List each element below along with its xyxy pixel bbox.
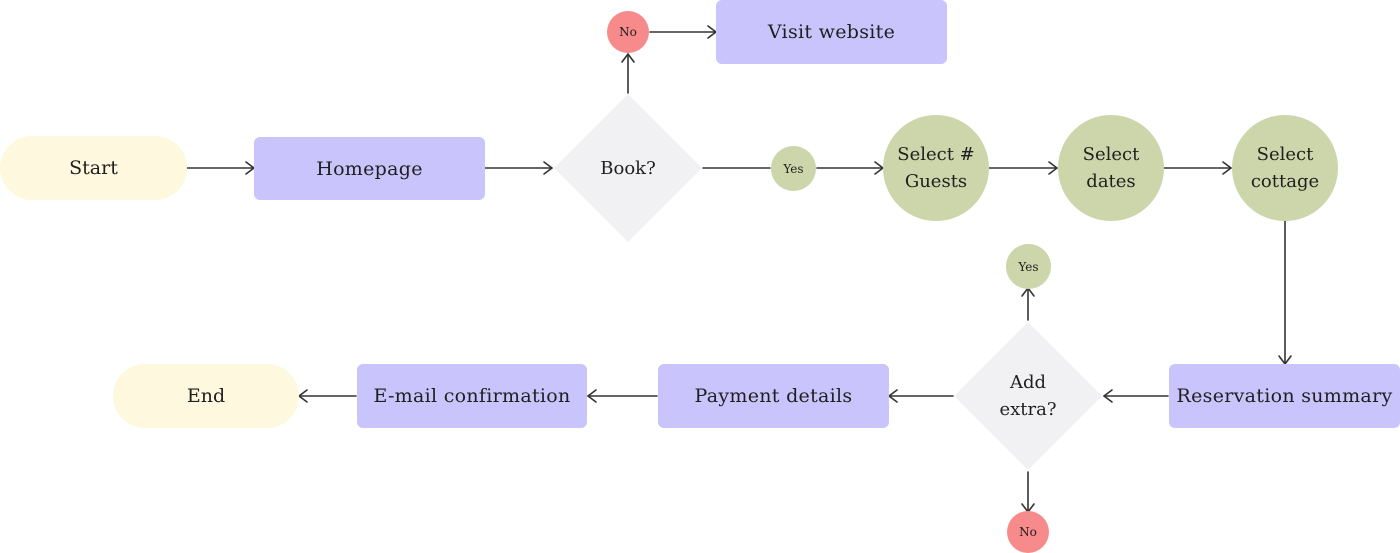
arrow-start-to-homepage — [186, 161, 255, 175]
arrow-add-extra-to-payment — [888, 389, 954, 403]
arrow-yes-to-select-guests — [816, 161, 884, 175]
arrow-no-to-visit-website — [649, 25, 717, 39]
select-guests-step: Select # Guests — [883, 115, 989, 221]
select-guests-label: Select # Guests — [897, 144, 975, 192]
select-cottage-step: Select cottage — [1232, 115, 1338, 221]
arrow-add-extra-to-no — [1021, 471, 1035, 513]
no-extra-badge: No — [1007, 511, 1049, 553]
add-extra-decision-diamond — [954, 322, 1102, 470]
add-extra-decision-label: Add extra? — [999, 372, 1057, 420]
arrow-email-to-end — [298, 389, 357, 403]
select-dates-step: Select dates — [1058, 115, 1164, 221]
arrow-dates-to-cottage — [1163, 161, 1232, 175]
arrow-guests-to-dates — [988, 161, 1058, 175]
arrow-homepage-to-book — [484, 161, 553, 175]
book-decision-label: Book? — [600, 157, 656, 179]
no-book-badge: No — [607, 11, 649, 53]
yes-extra-badge: Yes — [1006, 244, 1051, 289]
payment-details-step: Payment details — [658, 364, 889, 428]
end-label: End — [186, 385, 226, 407]
yes-book-badge: Yes — [771, 146, 816, 191]
start-terminal: Start — [0, 136, 187, 200]
email-confirmation-step: E-mail confirmation — [357, 364, 587, 428]
reservation-summary-step: Reservation summary — [1169, 364, 1400, 428]
arrow-book-to-no — [621, 53, 635, 94]
arrow-payment-to-email — [587, 389, 658, 403]
payment-details-label: Payment details — [694, 385, 853, 407]
start-label: Start — [69, 157, 118, 179]
select-dates-label: Select dates — [1082, 144, 1140, 192]
no-book-label: No — [619, 25, 637, 39]
homepage-label: Homepage — [316, 157, 423, 180]
visit-website-step: Visit website — [716, 0, 947, 64]
yes-extra-label: Yes — [1018, 259, 1039, 274]
end-terminal: End — [113, 364, 299, 428]
email-confirmation-label: E-mail confirmation — [373, 385, 571, 407]
select-cottage-label: Select cottage — [1250, 144, 1320, 192]
arrow-summary-to-add-extra — [1103, 389, 1169, 403]
homepage-step: Homepage — [254, 137, 485, 200]
arrow-add-extra-to-yes — [1021, 287, 1035, 321]
no-extra-label: No — [1019, 525, 1037, 539]
yes-book-label: Yes — [783, 161, 804, 176]
book-decision-diamond — [554, 94, 702, 242]
reservation-summary-label: Reservation summary — [1176, 385, 1393, 407]
visit-website-label: Visit website — [767, 21, 896, 43]
arrow-cottage-to-summary — [1278, 220, 1292, 365]
